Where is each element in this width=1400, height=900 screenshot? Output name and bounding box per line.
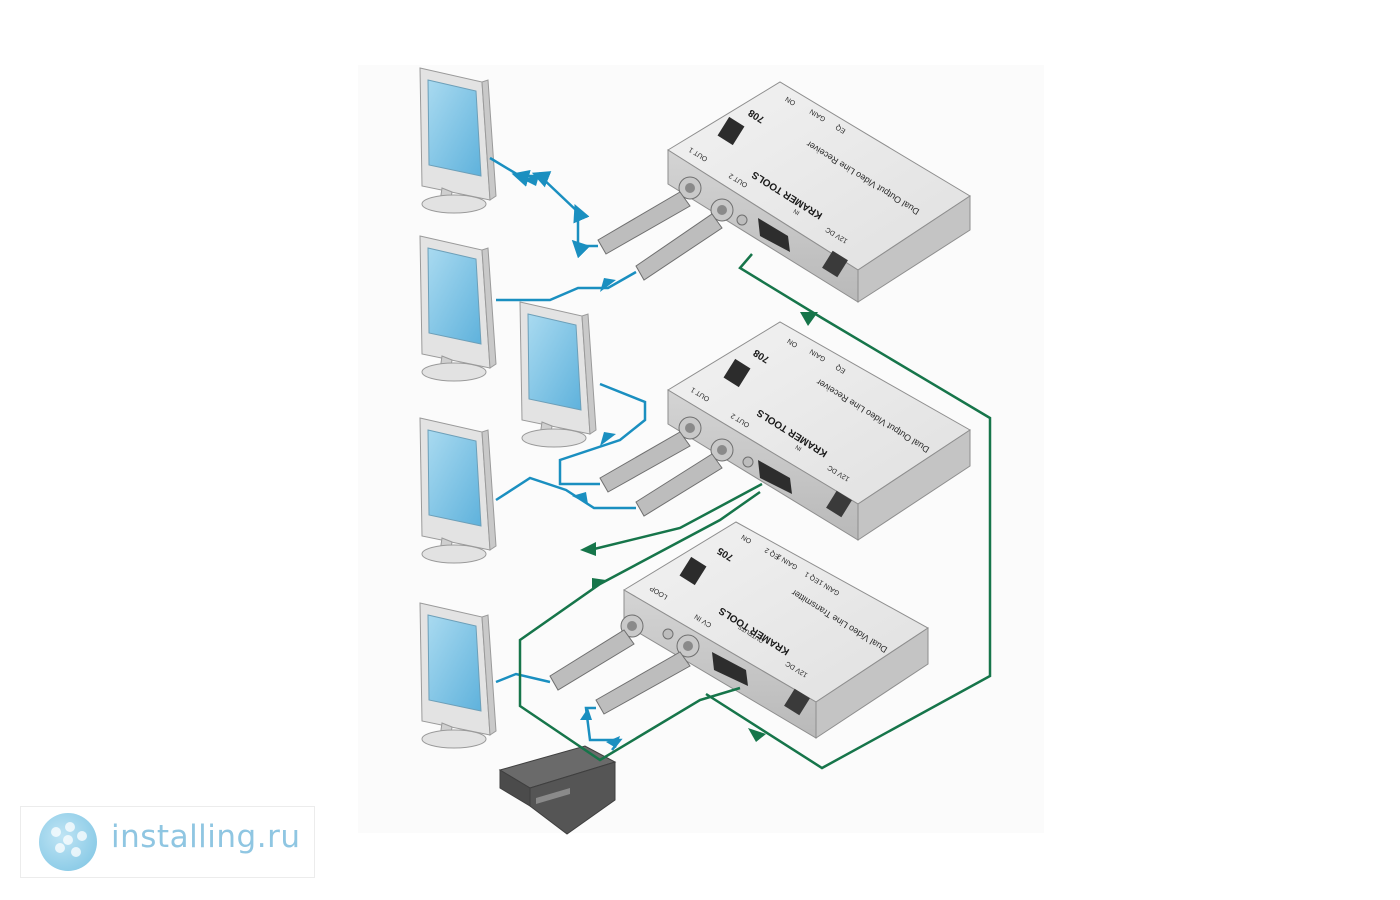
line-flow-arrows bbox=[580, 312, 818, 742]
snowflake-logo-icon bbox=[39, 813, 97, 871]
kramer-logo-icon bbox=[679, 556, 707, 586]
monitor-4 bbox=[419, 417, 497, 564]
kramer-logo-icon bbox=[717, 116, 745, 146]
monitor-3 bbox=[519, 301, 597, 448]
kramer-logo-icon bbox=[723, 358, 751, 388]
video-cables bbox=[489, 156, 647, 751]
monitor-1 bbox=[419, 67, 497, 214]
unit-2-control-on: ON bbox=[786, 337, 799, 349]
unit-1-power-jack bbox=[822, 250, 848, 278]
unit-1-control-eq: EQ bbox=[834, 123, 847, 135]
unit-2-terminal-block bbox=[758, 460, 792, 494]
line-cables bbox=[518, 253, 992, 770]
unit-2-terminal-in: IN bbox=[795, 443, 803, 451]
unit-1-terminal-block bbox=[758, 218, 790, 252]
receiver-unit-middle: KRAMER TOOLS Dual Output Video Line Rece… bbox=[667, 321, 971, 541]
unit-3-control-on: ON bbox=[740, 533, 753, 545]
transmitter-unit: KRAMER TOOLS Dual Video Line Transmitter… bbox=[620, 521, 929, 739]
unit-1-control-on: ON bbox=[784, 95, 797, 107]
unit-3-terminal-block bbox=[712, 652, 748, 686]
video-source-player bbox=[498, 745, 617, 835]
watermark: installing.ru bbox=[20, 806, 315, 878]
bnc-connectors bbox=[549, 191, 723, 715]
unit-1-terminal-in: IN bbox=[793, 207, 801, 215]
receiver-unit-top: KRAMER TOOLS Dual Output Video Line Rece… bbox=[667, 81, 971, 303]
unit-3-power-jack bbox=[784, 688, 810, 716]
monitor-2 bbox=[419, 235, 497, 382]
monitor-5 bbox=[419, 602, 497, 749]
watermark-text: installing.ru bbox=[111, 819, 301, 855]
video-flow-arrows bbox=[524, 172, 620, 748]
unit-2-control-eq: EQ bbox=[834, 363, 847, 375]
unit-2-power-jack bbox=[826, 490, 852, 518]
